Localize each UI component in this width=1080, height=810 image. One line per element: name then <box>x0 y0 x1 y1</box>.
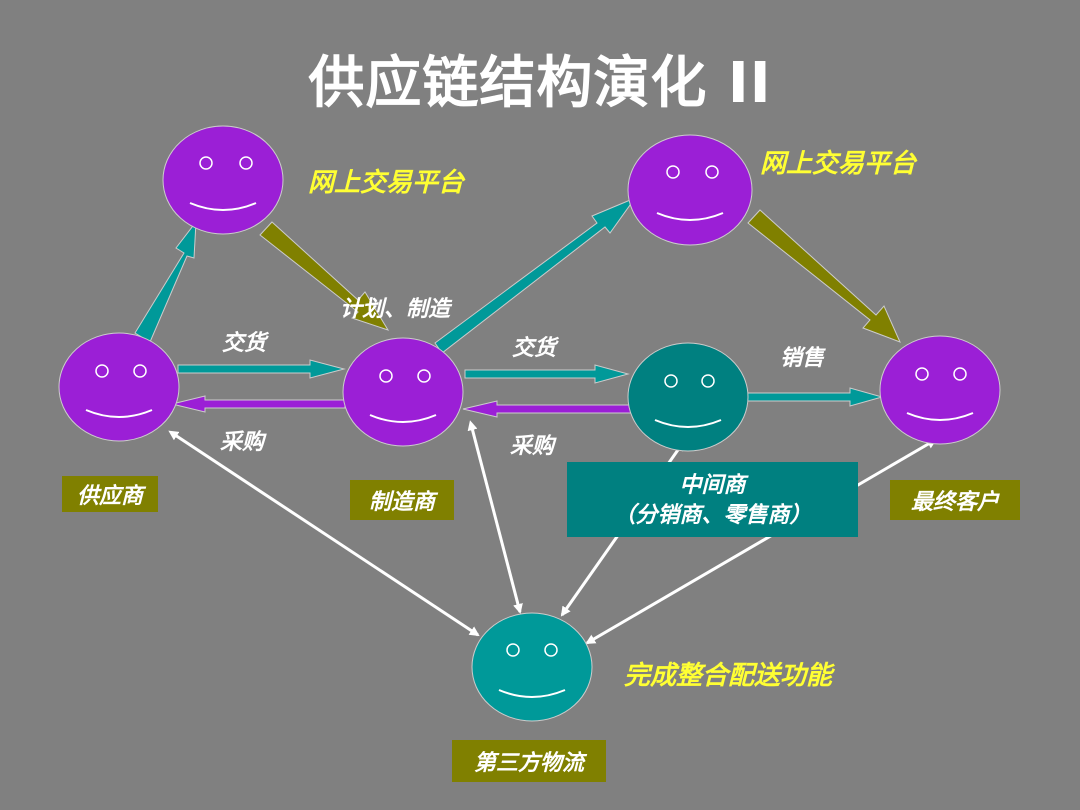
arrow-supplier-to-platform <box>134 220 197 343</box>
delivery-left-label: 交货 <box>222 330 267 356</box>
arrow-manufacturer-to-platform <box>434 196 637 354</box>
purchase-left-label: 采购 <box>220 429 265 455</box>
arrow-supplier-logistics <box>168 430 480 637</box>
manufacturer-face <box>342 337 464 447</box>
arrow-delivery-supplier-manufacturer <box>177 359 346 379</box>
platform-left-face <box>162 125 284 235</box>
slide-title: 供应链结构演化 II <box>308 51 772 116</box>
arrow-sales-middleman-customer <box>745 387 884 407</box>
arrow-delivery-manufacturer-middleman <box>464 364 630 384</box>
purchase-right-label: 采购 <box>510 433 555 459</box>
logistics-box: 第三方物流 <box>452 740 606 782</box>
platform-right-face <box>627 134 753 246</box>
middleman-subtitle: （分销商、零售商） <box>613 501 812 528</box>
middleman-name: 中间商 <box>679 471 746 498</box>
arrow-manufacturer-logistics <box>467 420 523 614</box>
arrow-platform-to-manufacturer <box>259 221 390 331</box>
plan-manufacture-label: 计划、制造 <box>340 296 451 322</box>
final-customer-box: 最终客户 <box>890 480 1020 520</box>
supplier-face <box>58 332 180 442</box>
platform-left-label: 网上交易平台 <box>308 168 465 198</box>
delivery-right-label: 交货 <box>512 335 557 361</box>
arrow-purchase-middleman-manufacturer <box>462 400 633 418</box>
arrow-platform-to-customer <box>747 209 901 343</box>
middleman-box: 中间商 （分销商、零售商） <box>567 462 858 537</box>
integration-label: 完成整合配送功能 <box>624 661 833 691</box>
manufacturer-box: 制造商 <box>350 480 454 520</box>
arrow-purchase-manufacturer-supplier <box>171 395 346 413</box>
logistics-face <box>471 612 593 722</box>
customer-face <box>879 335 1001 445</box>
middleman-face <box>627 342 749 452</box>
platform-right-label: 网上交易平台 <box>760 149 917 179</box>
sales-label: 销售 <box>780 345 825 371</box>
arrow-customer-logistics <box>585 438 937 645</box>
supplier-box: 供应商 <box>62 476 158 512</box>
